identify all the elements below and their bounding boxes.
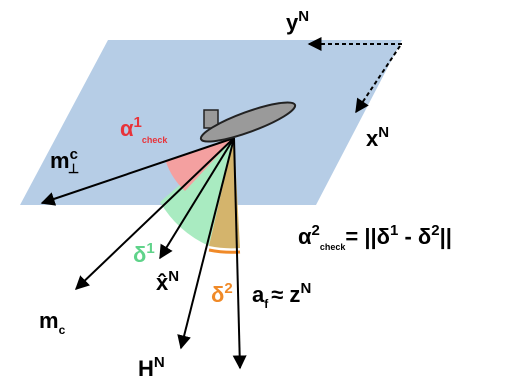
m-perp-vector <box>40 137 235 206</box>
satellite-icon <box>199 101 297 143</box>
m-perp-label: mc⊥ <box>50 146 79 176</box>
a-f-z-label: af≈ zN <box>252 280 311 311</box>
delta2-arc <box>208 248 241 254</box>
delta1-wedge <box>160 138 234 246</box>
x-axis-dashed-arrow <box>355 45 401 114</box>
z-n-vector <box>232 137 247 370</box>
x-hat-label: x̂N <box>156 268 179 295</box>
alpha2-equation: α2check= ||δ1 - δ2|| <box>298 222 452 252</box>
alpha1-wedge <box>166 138 234 191</box>
delta2-label: δ2 <box>211 280 233 307</box>
h-n-vector <box>177 137 235 350</box>
x-axis-label: xN <box>366 124 389 151</box>
h-n-label: HN <box>138 354 165 381</box>
m-c-label: mc <box>39 308 66 337</box>
m-c-vector <box>74 137 235 290</box>
y-axis-label: yN <box>286 8 309 35</box>
x-hat-vector <box>159 137 235 260</box>
alpha1-label: α1check <box>120 114 168 145</box>
delta1-label: δ1 <box>133 240 155 267</box>
delta2-wedge <box>209 138 240 249</box>
